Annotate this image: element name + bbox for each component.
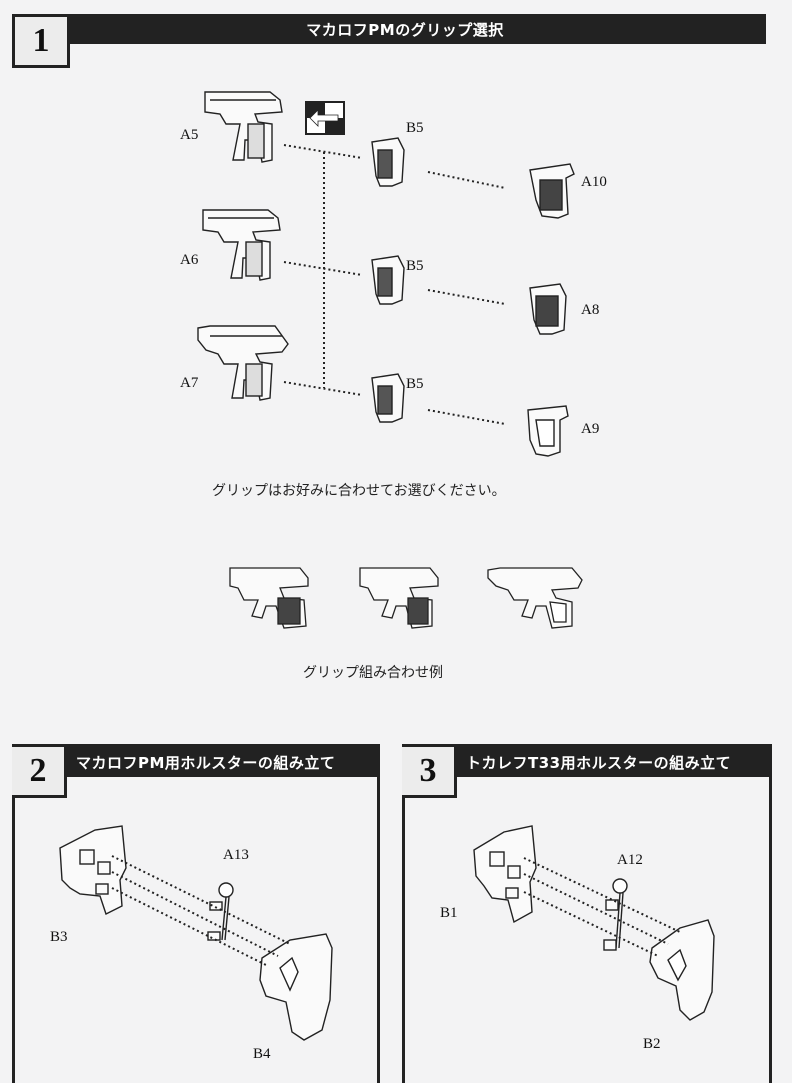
example-pistol-3 <box>487 567 583 629</box>
grip-example-caption: グリップ組み合わせ例 <box>303 665 443 681</box>
label-a9: A9 <box>581 421 600 437</box>
pistol-a5 <box>204 91 283 163</box>
pistol-a7 <box>197 325 289 401</box>
step1-number: 1 <box>32 22 50 59</box>
grip-example-pistols <box>229 567 583 629</box>
label-b5-3: B5 <box>406 376 424 392</box>
label-a10: A10 <box>581 174 607 190</box>
label-b1: B1 <box>440 905 458 921</box>
pistol-a6 <box>202 209 281 281</box>
example-pistol-1 <box>229 567 309 629</box>
label-a13: A13 <box>223 847 249 863</box>
label-b4: B4 <box>253 1046 271 1062</box>
example-pistol-2 <box>359 567 439 629</box>
label-a7: A7 <box>180 375 199 391</box>
step3-number: 3 <box>419 752 437 789</box>
step3-panel <box>402 744 772 1083</box>
grip-a8 <box>529 283 567 335</box>
swap-arrows-icon <box>305 101 345 135</box>
grip-a10 <box>529 163 575 219</box>
step1-title: マカロフPMのグリップ選択 <box>306 20 504 39</box>
label-b2: B2 <box>643 1036 661 1052</box>
step3-title: トカレフT33用ホルスターの組み立て <box>466 753 732 772</box>
label-a6: A6 <box>180 252 199 268</box>
grip-choice-note: グリップはお好みに合わせてお選びください。 <box>212 483 506 499</box>
grip-a9 <box>527 405 569 457</box>
step1-header-bar: マカロフPMのグリップ選択 <box>44 14 766 44</box>
step2-panel <box>12 744 380 1083</box>
label-b5-1: B5 <box>406 120 424 136</box>
grip-b5-1 <box>371 137 405 187</box>
label-a12: A12 <box>617 852 643 868</box>
connector-lines <box>283 144 506 425</box>
step1-number-box: 1 <box>12 14 70 68</box>
label-a5: A5 <box>180 127 199 143</box>
grip-b5-3 <box>371 373 405 423</box>
step3-header-bar: トカレフT33用ホルスターの組み立て <box>456 747 772 777</box>
step3-number-box: 3 <box>402 747 457 798</box>
step2-header-bar: マカロフPM用ホルスターの組み立て <box>66 747 380 777</box>
label-b5-2: B5 <box>406 258 424 274</box>
grip-b5-2 <box>371 255 405 305</box>
label-b3: B3 <box>50 929 68 945</box>
step2-title: マカロフPM用ホルスターの組み立て <box>76 753 336 772</box>
grip-parts <box>371 137 575 457</box>
step2-number-box: 2 <box>12 747 67 798</box>
step2-number: 2 <box>29 752 47 789</box>
label-a8: A8 <box>581 302 600 318</box>
